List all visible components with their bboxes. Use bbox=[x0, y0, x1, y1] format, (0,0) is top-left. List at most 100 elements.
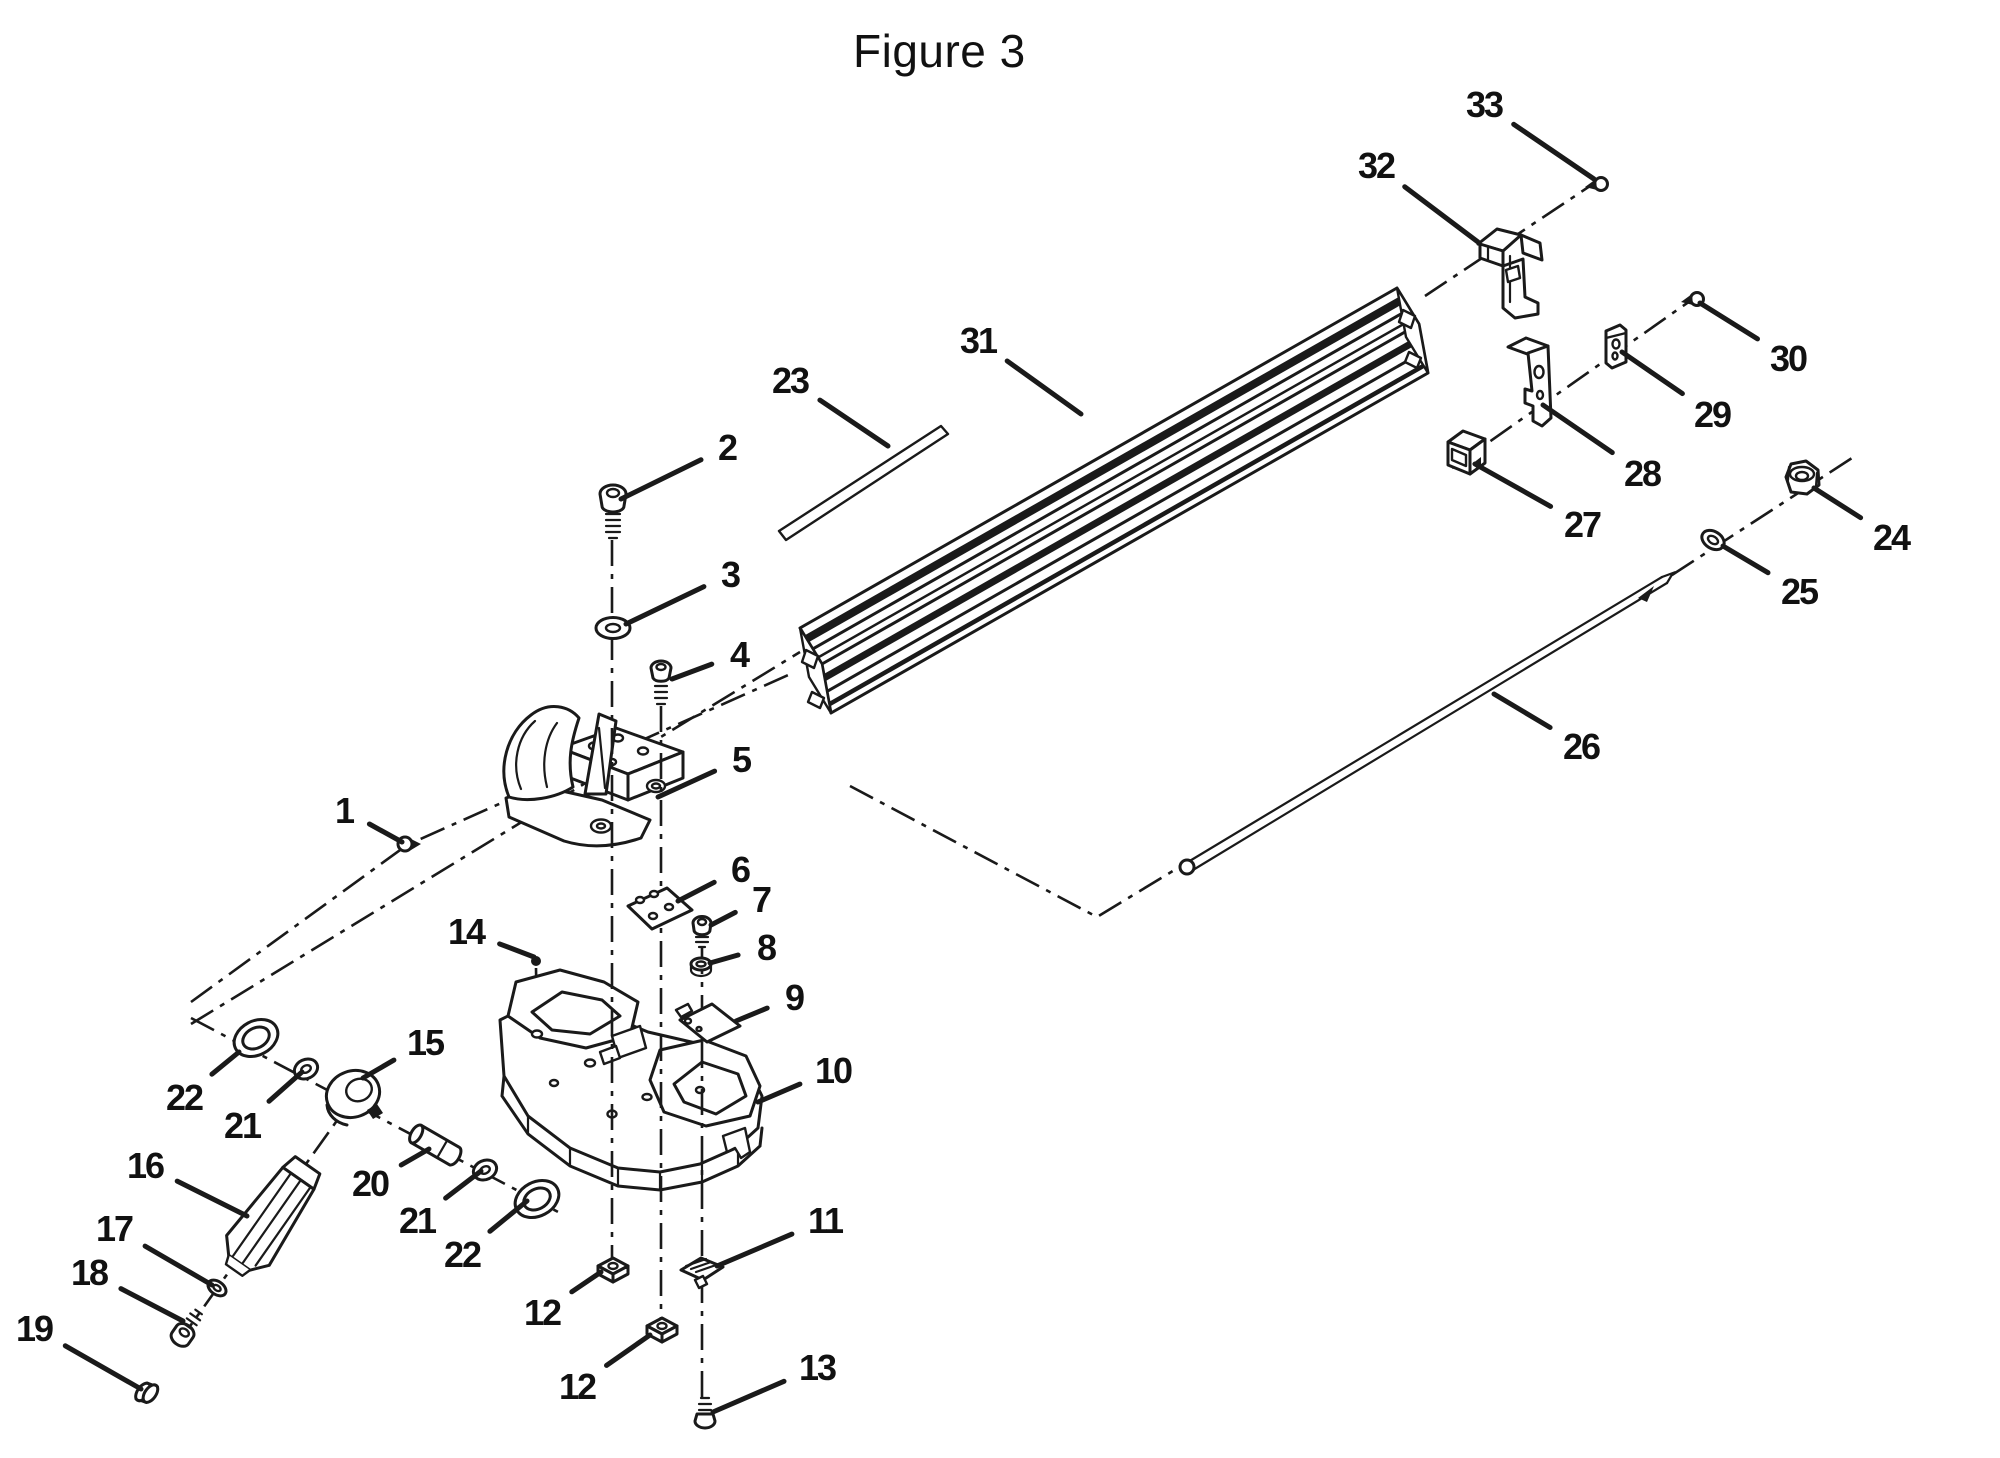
figure-title: Figure 3 bbox=[853, 25, 1026, 77]
callout-label-21-flat-washer: 21 bbox=[224, 1105, 262, 1146]
callout-label-22-seal-ring: 22 bbox=[444, 1234, 481, 1275]
flat-washer-25 bbox=[1700, 528, 1726, 552]
callout-leader-24-26 bbox=[1811, 485, 1864, 521]
seal-ring-22b bbox=[513, 1179, 561, 1219]
callout-leader-32-34 bbox=[1402, 184, 1481, 245]
callout-leader-2-1 bbox=[618, 457, 704, 502]
callout-label-22-seal-ring: 22 bbox=[166, 1077, 203, 1118]
pointer-plate-9 bbox=[674, 1002, 742, 1044]
callout-label-17-flat-washer: 17 bbox=[96, 1208, 133, 1249]
callout-leader-13-13 bbox=[710, 1378, 787, 1415]
callout-leader-26-28 bbox=[1491, 691, 1553, 730]
callout-leader-22-23 bbox=[209, 1049, 242, 1077]
callout-leader-1-0 bbox=[366, 821, 405, 845]
rail-clip-32 bbox=[1476, 227, 1544, 320]
clamp-plate-6 bbox=[626, 886, 694, 931]
callout-label-13-pan-head-screw: 13 bbox=[799, 1347, 836, 1388]
callout-label-32-rail-clip: 32 bbox=[1358, 145, 1395, 186]
guide-rod bbox=[1178, 570, 1676, 876]
vertical-axes bbox=[610, 540, 704, 1398]
callout-label-29-latch-plate: 29 bbox=[1694, 394, 1731, 435]
callout-label-15-cam: 15 bbox=[407, 1022, 445, 1063]
callout-leader-6-5 bbox=[675, 879, 717, 904]
pan-head-screw-2 bbox=[598, 483, 628, 540]
callout-leader-8-7 bbox=[707, 952, 741, 966]
callout-leader-7-6 bbox=[708, 909, 738, 928]
callout-leader-14-14 bbox=[497, 941, 537, 960]
callout-leader-19-19 bbox=[62, 1343, 144, 1392]
callout-label-18-pan-head-screw: 18 bbox=[71, 1252, 108, 1293]
callout-leader-33-35 bbox=[1511, 121, 1597, 182]
callout-label-24-hex-nut: 24 bbox=[1873, 517, 1911, 558]
callout-label-16-handle-grip: 16 bbox=[127, 1145, 164, 1186]
roll-pin-19 bbox=[134, 1381, 160, 1404]
base-clip-tab bbox=[721, 1126, 752, 1160]
axis-rod-extension bbox=[1671, 456, 1853, 577]
callout-leader-30-32 bbox=[1697, 300, 1760, 342]
callout-leader-3-2 bbox=[623, 584, 707, 627]
square-nut-12b bbox=[645, 1316, 679, 1344]
callout-label-14-detent-ball: 14 bbox=[448, 911, 486, 952]
latch-plate-29 bbox=[1604, 323, 1628, 370]
callout-leader-12-12 bbox=[604, 1332, 653, 1368]
square-nut-12a bbox=[596, 1256, 630, 1284]
callout-leader-22-24 bbox=[487, 1198, 530, 1234]
callout-label-3-flat-washer: 3 bbox=[721, 554, 740, 595]
callout-label-33-screw: 33 bbox=[1466, 84, 1503, 125]
callout-label-4-socket-head-screw: 4 bbox=[730, 634, 750, 675]
callout-label-8-hex-nut: 8 bbox=[757, 927, 776, 968]
flat-washer-3 bbox=[594, 616, 632, 640]
callout-label-6-clamp-plate: 6 bbox=[731, 849, 750, 890]
pan-head-screw-13 bbox=[693, 1396, 717, 1430]
callout-label-11-spring-clip: 11 bbox=[808, 1200, 844, 1241]
axis-carriage-upper bbox=[190, 670, 796, 1004]
callout-label-5-cam-lock-carriage: 5 bbox=[732, 739, 752, 780]
callout-leader-20-20 bbox=[398, 1146, 432, 1168]
callout-label-25-flat-washer: 25 bbox=[1781, 571, 1819, 612]
callout-leader-4-3 bbox=[669, 661, 715, 682]
callout-leader-17-17 bbox=[142, 1243, 215, 1288]
fence-base bbox=[498, 968, 764, 1192]
center-axes bbox=[171, 180, 1853, 1351]
callout-label-12-square-nut: 12 bbox=[559, 1366, 596, 1407]
callout-label-10-fence-base: 10 bbox=[815, 1050, 852, 1091]
callout-leader-15-15 bbox=[360, 1057, 397, 1081]
callout-label-30-screw: 30 bbox=[1770, 338, 1807, 379]
seal-ring-22a bbox=[232, 1018, 280, 1058]
callout-label-9-pointer-plate: 9 bbox=[785, 977, 804, 1018]
callout-leader-18-18 bbox=[118, 1286, 186, 1324]
callout-label-31-fence-rail: 31 bbox=[960, 320, 998, 361]
callout-leader-25-27 bbox=[1720, 543, 1771, 576]
callout-leader-21-21 bbox=[266, 1069, 305, 1104]
callout-label-23-scale-strip: 23 bbox=[772, 360, 809, 401]
callout-leader-12-11 bbox=[569, 1269, 604, 1295]
callout-label-19-roll-pin: 19 bbox=[16, 1308, 53, 1349]
hex-nut-24 bbox=[1784, 459, 1821, 496]
screw-33 bbox=[1585, 176, 1609, 192]
callout-label-12-square-nut: 12 bbox=[524, 1292, 561, 1333]
axis-brackets-27-30 bbox=[1451, 299, 1691, 470]
pan-head-screw-18 bbox=[169, 1308, 203, 1348]
pivot-pin-20 bbox=[408, 1123, 463, 1167]
axis-carriage-lower bbox=[190, 650, 801, 1026]
callout-leader-16-16 bbox=[174, 1178, 250, 1219]
pan-head-screw-7 bbox=[691, 915, 713, 949]
callout-label-7-pan-head-screw: 7 bbox=[752, 879, 771, 920]
cam-15 bbox=[324, 1068, 383, 1127]
callout-leader-10-9 bbox=[755, 1081, 803, 1105]
callout-leader-5-4 bbox=[655, 768, 718, 800]
callout-leader-31-33 bbox=[1004, 358, 1084, 417]
callout-label-2-pan-head-screw: 2 bbox=[718, 427, 737, 468]
cam-lock-carriage bbox=[502, 705, 685, 848]
handle-grip-16 bbox=[224, 1155, 322, 1277]
callout-label-27-slide-block: 27 bbox=[1564, 504, 1601, 545]
cam-lever bbox=[502, 705, 581, 802]
callout-label-1-set-screw: 1 bbox=[335, 790, 355, 831]
callout-leader-11-10 bbox=[714, 1231, 795, 1269]
fence-rail bbox=[798, 286, 1430, 715]
callout-label-26-guide-rod: 26 bbox=[1563, 726, 1600, 767]
spring-clip-11 bbox=[679, 1256, 725, 1290]
callout-label-28-lock-bracket: 28 bbox=[1624, 453, 1661, 494]
